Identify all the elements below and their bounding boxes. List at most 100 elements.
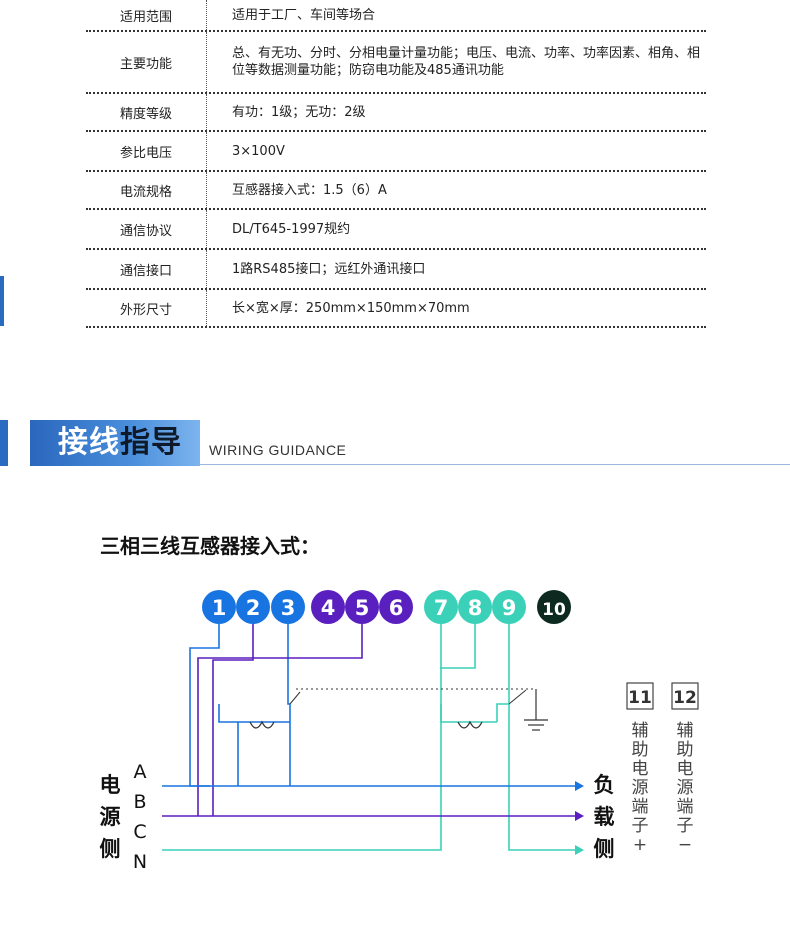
spec-label: 通信协议 xyxy=(119,223,172,239)
terminal-label: 2 xyxy=(246,596,261,620)
arrow-icon xyxy=(575,781,584,791)
aux-terminal-label: 12 xyxy=(673,688,697,708)
spec-row: 外形尺寸 长×宽×厚：250mm×150mm×70mm xyxy=(86,290,706,328)
terminal-label: 8 xyxy=(468,596,483,620)
phase-label: N xyxy=(133,851,147,873)
spec-table: 适用范围适用于工厂、车间等场合主要功能 总、有无功、分时、分相电量计量功能；电压、… xyxy=(86,0,706,328)
ct-a-left xyxy=(218,704,238,723)
phase-label: C xyxy=(133,821,146,843)
spec-separator xyxy=(206,172,207,208)
aux-plus-char: 端 xyxy=(632,797,649,817)
terminal-circle xyxy=(311,590,345,624)
source-side-char: 源 xyxy=(100,805,121,829)
aux-minus-char: 源 xyxy=(677,778,694,798)
spec-row: 精度等级 有功：1级；无功：2级 xyxy=(86,94,706,132)
wire-t3 xyxy=(287,624,290,705)
spec-label: 通信接口 xyxy=(119,263,172,279)
wire-t1 xyxy=(189,624,220,787)
spec-value: 适用于工厂、车间等场合 xyxy=(232,7,376,23)
section-header-bar xyxy=(30,420,200,466)
terminal-circle xyxy=(492,590,526,624)
source-side-char: 电 xyxy=(100,773,121,797)
spec-separator xyxy=(206,250,207,288)
section-title: 接线指导 xyxy=(58,424,182,462)
aux-minus-char: − xyxy=(678,835,692,855)
section-title-dark: 指导 xyxy=(120,425,182,460)
spec-value: 1路RS485接口；远红外通讯接口 xyxy=(232,261,426,277)
aux-plus-char: 助 xyxy=(632,740,649,760)
wire-phase-c-hidden xyxy=(210,686,575,850)
terminal-circle xyxy=(202,590,236,624)
ct-c-switch xyxy=(508,689,527,705)
wire-t8 xyxy=(440,624,476,669)
left-accent-bar-top xyxy=(0,276,4,326)
aux-minus-char: 子 xyxy=(677,816,694,836)
aux-plus-char: + xyxy=(633,835,647,855)
terminal-circle xyxy=(345,590,379,624)
ct-a-coil xyxy=(249,720,275,729)
load-side-char: 负 xyxy=(594,773,615,797)
section-title-light: 接线 xyxy=(58,425,120,460)
terminal-circle xyxy=(271,590,305,624)
aux-terminal-box xyxy=(626,682,654,710)
spec-row: 电流规格互感器接入式：1.5（6）A xyxy=(86,172,706,210)
spec-separator xyxy=(206,290,207,326)
spec-value: 有功：1级；无功：2级 xyxy=(232,104,366,120)
aux-plus-char: 源 xyxy=(632,778,649,798)
spec-row: 参比电压 3×100V xyxy=(86,132,706,172)
terminal-label: 5 xyxy=(355,596,370,620)
section-underline xyxy=(200,464,790,465)
source-side-char: 侧 xyxy=(100,837,121,861)
ct-c-right xyxy=(496,703,509,722)
ct-c-left xyxy=(440,704,455,723)
section-header: 接线指导 WIRING GUIDANCE xyxy=(0,420,790,466)
aux-plus-char: 子 xyxy=(632,816,649,836)
spec-label: 精度等级 xyxy=(119,106,172,122)
terminal-label: 6 xyxy=(389,596,404,620)
spec-value: 长×宽×厚：250mm×150mm×70mm xyxy=(232,300,470,316)
spec-value: 3×100V xyxy=(232,143,285,159)
ct-a-switch xyxy=(289,691,301,705)
terminal-label: 7 xyxy=(434,596,449,620)
ct-c-coil xyxy=(457,720,483,729)
spec-separator xyxy=(206,132,207,170)
spec-row: 适用范围适用于工厂、车间等场合 xyxy=(86,0,706,32)
terminal-label: 9 xyxy=(502,596,517,620)
terminal-label: 3 xyxy=(281,596,296,620)
wire-t9 xyxy=(508,624,575,851)
aux-terminal-label: 11 xyxy=(628,688,652,708)
spec-separator xyxy=(206,94,207,130)
spec-row: 通信协议 DL/T645-1997规约 xyxy=(86,210,706,250)
terminal-circle xyxy=(379,590,413,624)
spec-separator xyxy=(206,210,207,248)
spec-row: 通信接口 1路RS485接口；远红外通讯接口 xyxy=(86,250,706,290)
aux-plus-char: 电 xyxy=(632,759,649,779)
diagram-title: 三相三线互感器接入式： xyxy=(100,534,320,558)
section-subtitle: WIRING GUIDANCE xyxy=(209,442,347,458)
spec-value: 总、有无功、分时、分相电量计量功能；电压、电流、功率、功率因素、相角、相位等数据… xyxy=(232,46,701,78)
load-side-char: 侧 xyxy=(594,837,615,861)
spec-label: 电流规格 xyxy=(119,184,172,200)
spec-separator xyxy=(206,32,207,92)
aux-minus-char: 助 xyxy=(677,740,694,760)
spec-label: 主要功能 xyxy=(119,56,172,72)
terminal-circle xyxy=(458,590,492,624)
terminal-label: 10 xyxy=(542,600,566,620)
spec-value: DL/T645-1997规约 xyxy=(232,221,351,237)
load-side-char: 载 xyxy=(594,805,615,829)
wire-t2 xyxy=(212,624,254,816)
terminal-label: 4 xyxy=(321,596,336,620)
wire-t5 xyxy=(197,624,363,816)
terminal-circle xyxy=(236,590,270,624)
terminal-label: 1 xyxy=(212,596,227,620)
left-accent-bar-section xyxy=(0,420,8,466)
spec-label: 外形尺寸 xyxy=(119,302,172,318)
spec-row: 主要功能 总、有无功、分时、分相电量计量功能；电压、电流、功率、功率因素、相角、相… xyxy=(86,32,706,94)
spec-label: 参比电压 xyxy=(119,145,172,161)
terminal-circle xyxy=(424,590,458,624)
spec-separator xyxy=(206,0,207,30)
phase-label: A xyxy=(134,761,147,783)
phase-label: B xyxy=(133,791,146,813)
aux-terminal-box xyxy=(671,682,699,710)
